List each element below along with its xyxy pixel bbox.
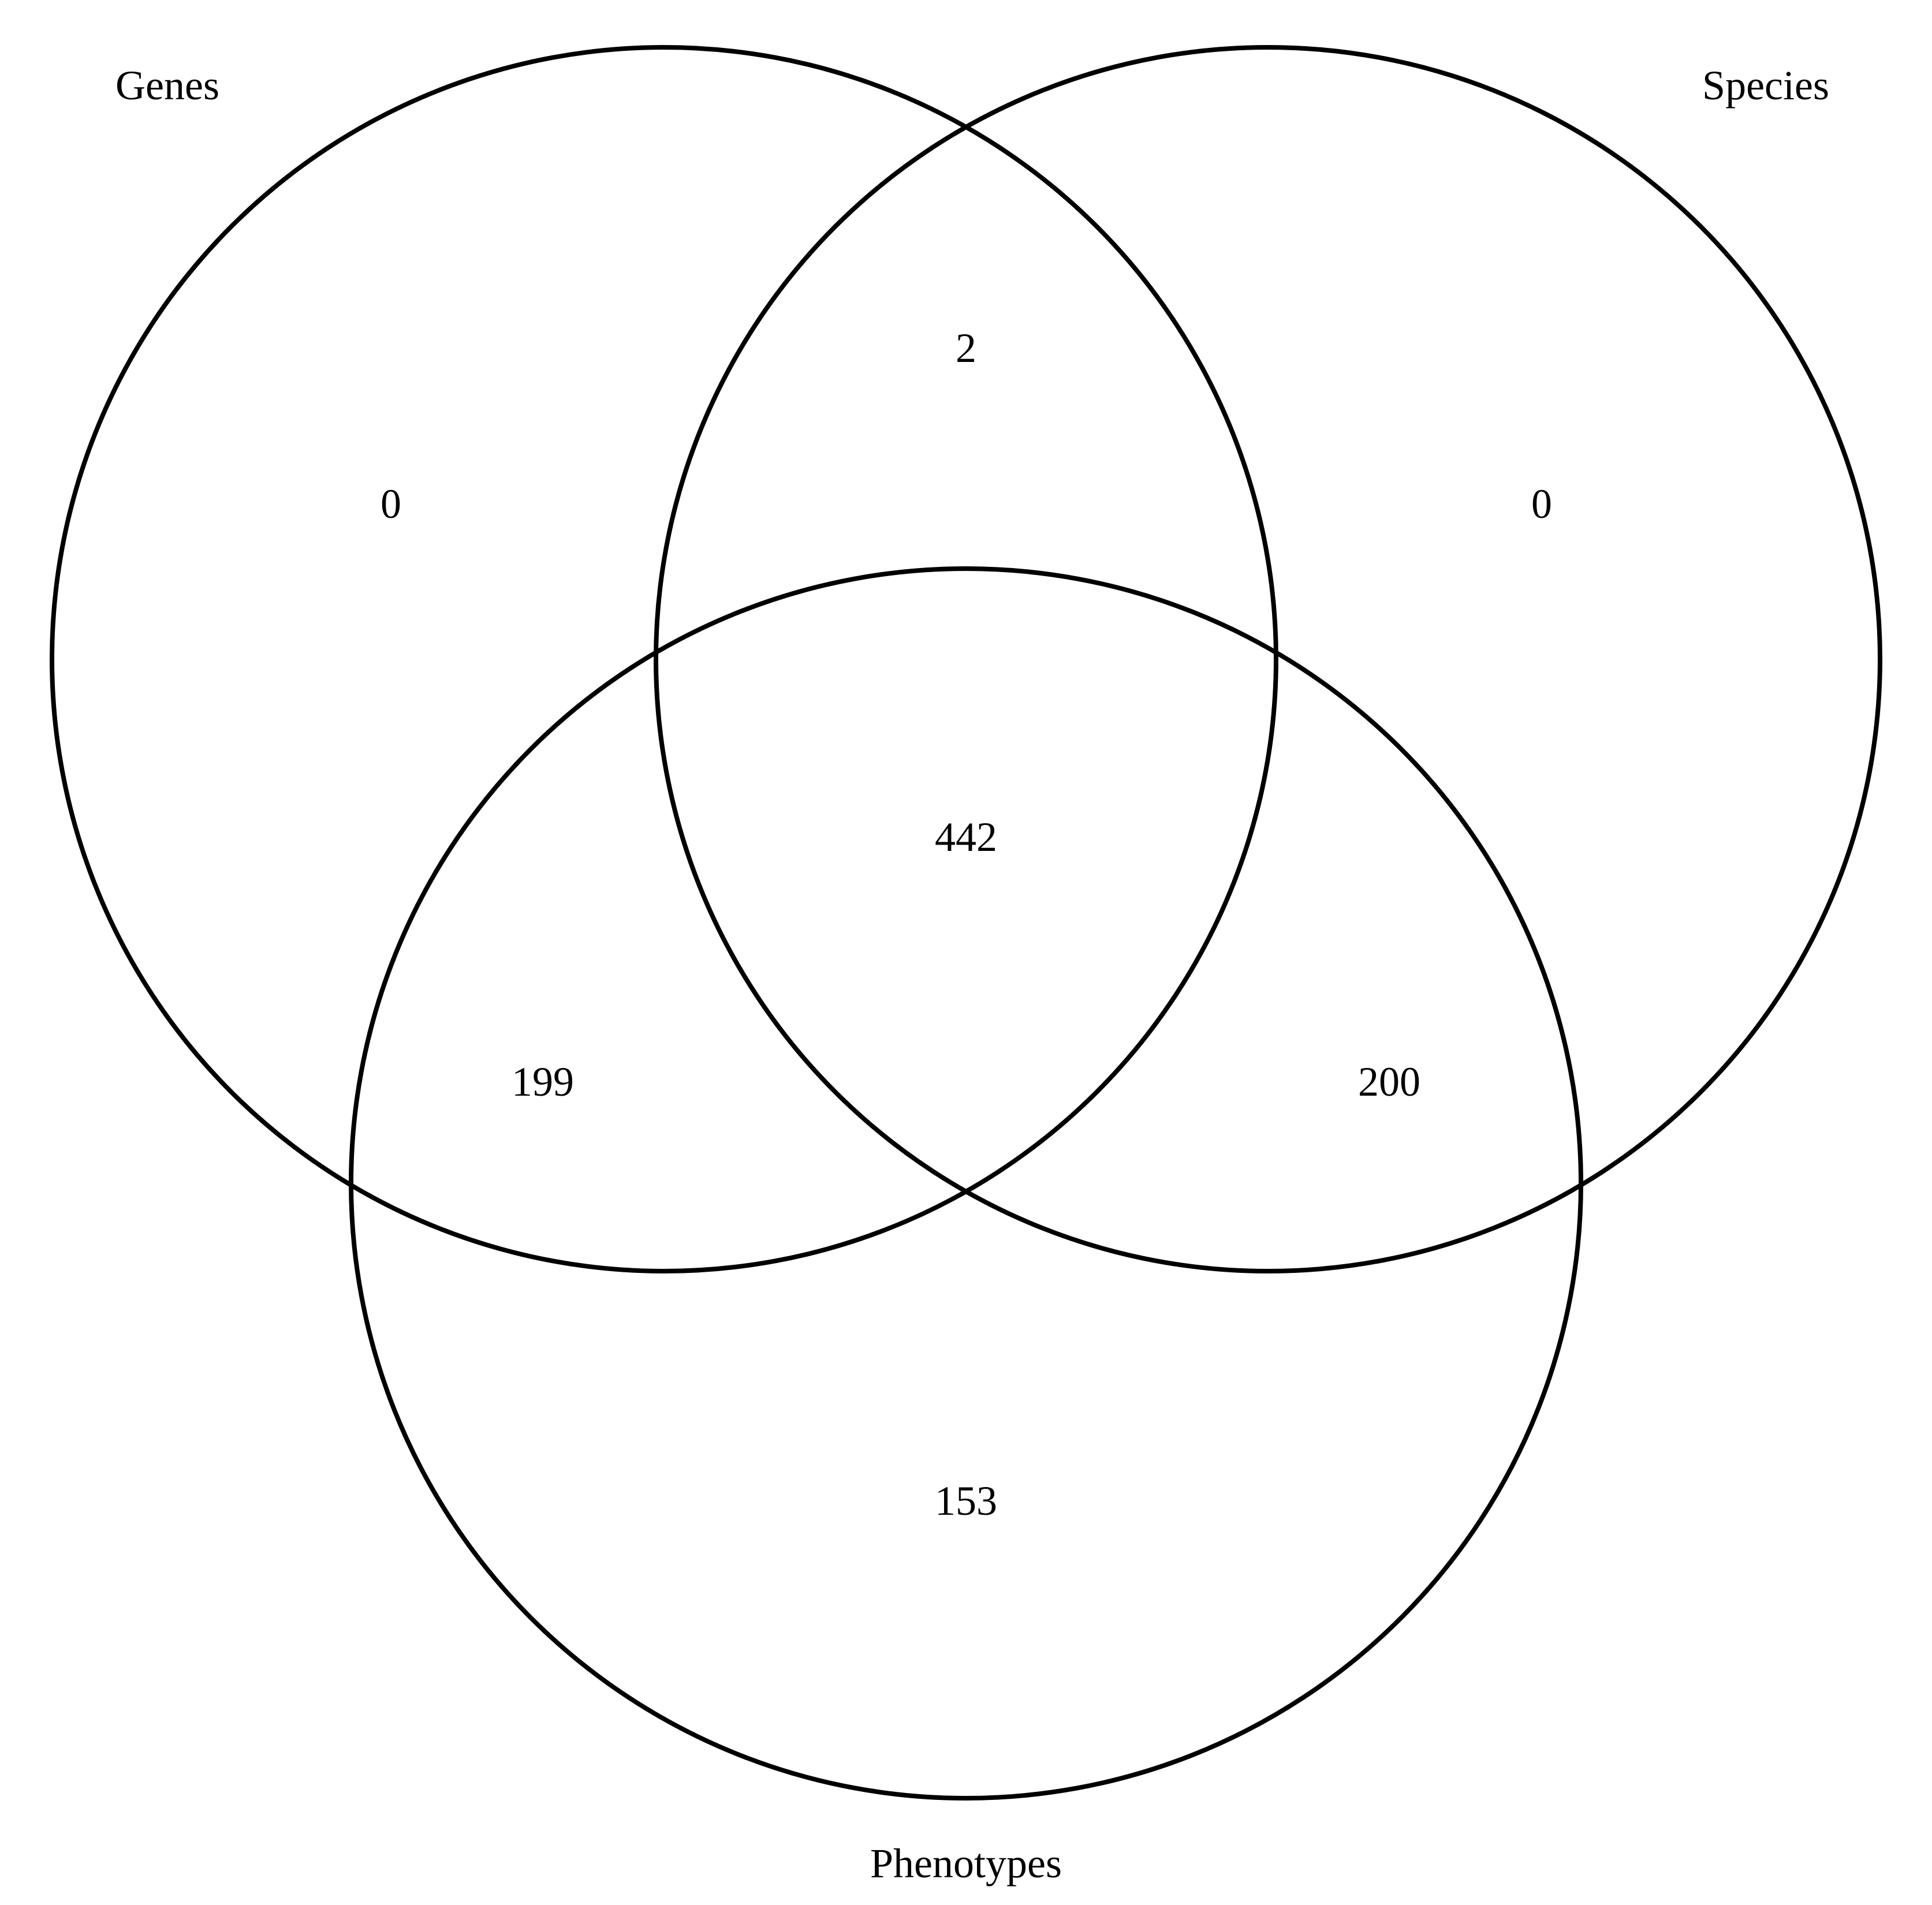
species-circle (654, 45, 1882, 1273)
all-three-count: 442 (935, 814, 997, 860)
phenotypes-only-count: 153 (935, 1478, 997, 1524)
genes-set-label: Genes (115, 62, 219, 109)
genes-species-count: 2 (956, 325, 976, 371)
genes-only-count: 0 (381, 481, 401, 527)
phenotypes-set-label: Phenotypes (870, 1840, 1062, 1887)
species-set-label: Species (1702, 62, 1829, 109)
genes-phenotypes-count: 199 (512, 1059, 574, 1105)
genes-circle (50, 45, 1278, 1273)
species-only-count: 0 (1531, 481, 1552, 527)
phenotypes-circle (349, 566, 1583, 1801)
species-phenotypes-count: 200 (1358, 1059, 1420, 1105)
